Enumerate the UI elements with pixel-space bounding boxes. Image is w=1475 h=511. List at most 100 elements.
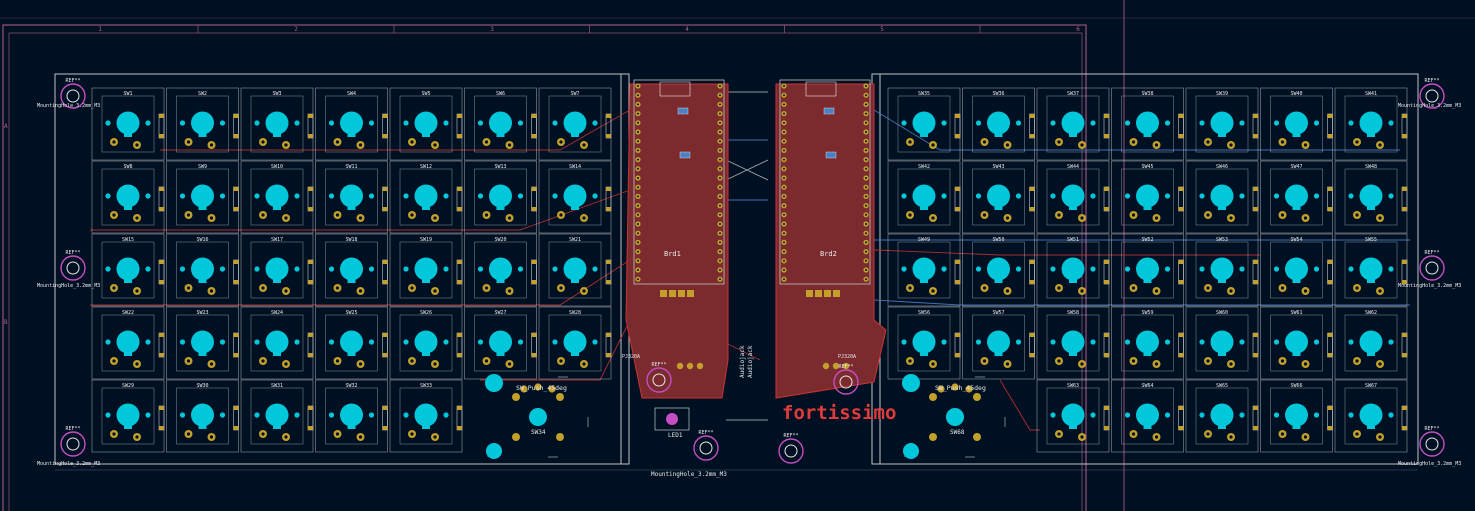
jack-pad: [842, 362, 850, 370]
header-pad: [815, 290, 822, 297]
switch-stem-slot: [347, 196, 356, 210]
switch-ref-label: SW28: [569, 310, 581, 316]
switch-peg-hole: [552, 266, 558, 272]
switch-peg-hole: [179, 120, 186, 126]
encoder-mount-hole: [902, 374, 920, 392]
switch-stem-slot: [994, 269, 1003, 283]
switch-pad-drill: [1355, 359, 1359, 363]
switch-pad-drill: [284, 362, 288, 366]
mcu-pin-drill: [637, 112, 639, 115]
switch-footprint: SW61: [1260, 306, 1333, 380]
encoder-mount-hole: [486, 443, 502, 459]
switch-pad-drill: [1229, 435, 1233, 439]
copper-trace: [873, 299, 1410, 306]
switch-stem-slot: [198, 269, 207, 283]
switch-peg-hole: [328, 193, 335, 199]
mcu-pin-drill: [783, 241, 785, 244]
switch-footprint: SW55: [1334, 233, 1408, 307]
right-encoder-ref: SW68: [950, 429, 965, 436]
switch-footprint: SW21: [538, 233, 612, 307]
switch-stem-slot: [496, 196, 505, 210]
switch-footprint: SW24: [240, 306, 314, 380]
switch-ref-label: SW11: [345, 164, 357, 170]
switch-pad-drill: [209, 362, 214, 366]
switch-pad-drill: [582, 143, 586, 147]
switch-ref-label: SW19: [420, 237, 432, 243]
diode-pad: [955, 134, 960, 138]
switch-peg-hole: [901, 339, 907, 345]
diode-pad: [159, 207, 164, 211]
mcu-boards: [625, 79, 887, 431]
diode-pad: [1402, 114, 1407, 118]
switch-peg-hole: [592, 120, 598, 126]
switch-ref-label: SW64: [1141, 383, 1153, 389]
diode-pad: [1104, 207, 1109, 211]
switch-peg-hole: [592, 193, 598, 199]
mcu-pin-drill: [637, 213, 639, 216]
switch-pad-drill: [1280, 286, 1285, 290]
switch-footprint: SW33: [389, 379, 463, 453]
diode-pad: [531, 260, 537, 264]
switch-pad-drill: [1154, 362, 1159, 366]
switch-silkscreen: [1195, 168, 1249, 226]
mcu-pin-drill: [865, 131, 867, 133]
diode-pad: [1178, 426, 1184, 430]
switch-pad-drill: [1057, 359, 1061, 363]
mcu-pin-drill: [637, 259, 639, 262]
diode-pad: [606, 260, 611, 264]
switch-pad-drill: [931, 362, 935, 366]
mcu-pin-drill: [637, 131, 639, 133]
switch-stem-slot: [1292, 196, 1301, 210]
switch-peg-hole: [254, 412, 260, 418]
switch-footprint: SW44: [1036, 160, 1110, 234]
diode-pad: [1253, 134, 1258, 138]
switch-footprint: SW41: [1334, 87, 1408, 161]
switch-peg-hole: [1199, 339, 1205, 345]
switch-footprint: SW5: [389, 87, 463, 161]
switch-stem-slot: [1367, 196, 1375, 210]
switch-footprint: SW16: [166, 233, 239, 307]
switch-ref-label: SW63: [1067, 383, 1079, 389]
switch-peg-hole: [1015, 339, 1022, 345]
switch-pad-drill: [1355, 140, 1359, 144]
mcu-pin-drill: [783, 112, 785, 115]
diode-pad: [382, 114, 388, 118]
diode-pad: [382, 260, 388, 264]
mounting-hole-bottom-right: REF**: [1419, 426, 1445, 457]
switch-peg-hole: [179, 266, 186, 272]
diode-pad: [159, 187, 164, 191]
switch-peg-hole: [294, 266, 300, 272]
mcu-pin-drill: [783, 195, 785, 198]
diode-pad: [159, 134, 164, 138]
switch-stem-slot: [1143, 196, 1152, 210]
switch-peg-hole: [254, 120, 260, 126]
switch-stem-slot: [1069, 123, 1077, 137]
right-mcu-board: [775, 79, 887, 399]
mounting-hole-left-center: REF**: [646, 362, 672, 393]
switch-ref-label: SW56: [918, 310, 930, 316]
switch-pad-drill: [982, 359, 987, 363]
switch-pad-drill: [1005, 216, 1010, 220]
switch-peg-hole: [552, 193, 558, 199]
mcu-pin-drill: [637, 241, 639, 244]
switch-pad-drill: [1131, 359, 1136, 363]
switch-ref-label: SW16: [196, 237, 208, 243]
mcu-pin-drill: [865, 177, 867, 179]
diode-pad: [1029, 187, 1035, 191]
switch-peg-hole: [517, 339, 524, 345]
switch-ref-label: SW17: [271, 237, 283, 243]
switch-footprint: SW10: [240, 160, 314, 234]
switch-peg-hole: [1388, 266, 1394, 272]
switch-peg-hole: [975, 266, 982, 272]
switch-footprint: SW35: [887, 87, 961, 161]
switch-peg-hole: [477, 193, 484, 199]
mcu-pin-drill: [865, 158, 867, 161]
switch-stem-slot: [1218, 415, 1226, 429]
copper-trace: [480, 319, 631, 381]
switch-pad-drill: [209, 435, 214, 439]
diode-pad: [233, 333, 239, 337]
switch-footprint: SW58: [1036, 306, 1110, 380]
switch-pad-drill: [982, 286, 987, 290]
frame-column-number: 6: [1076, 26, 1080, 33]
switch-silkscreen: [1121, 95, 1174, 153]
